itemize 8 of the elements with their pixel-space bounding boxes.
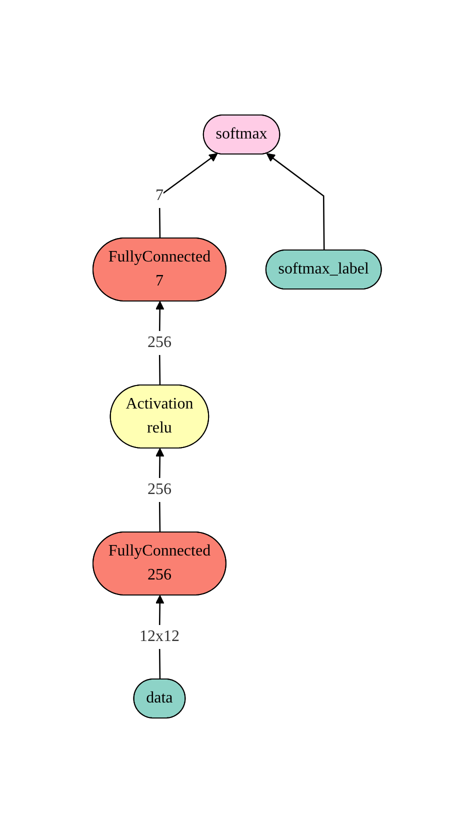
edge-label: 256 — [147, 334, 172, 352]
edge-label: 12x12 — [139, 628, 180, 645]
arrow — [158, 153, 218, 239]
arrow — [155, 301, 164, 386]
edge-label: 7 — [155, 187, 164, 204]
arrow — [266, 153, 325, 251]
edge-label: 256 — [147, 480, 172, 498]
arrow — [155, 448, 164, 532]
